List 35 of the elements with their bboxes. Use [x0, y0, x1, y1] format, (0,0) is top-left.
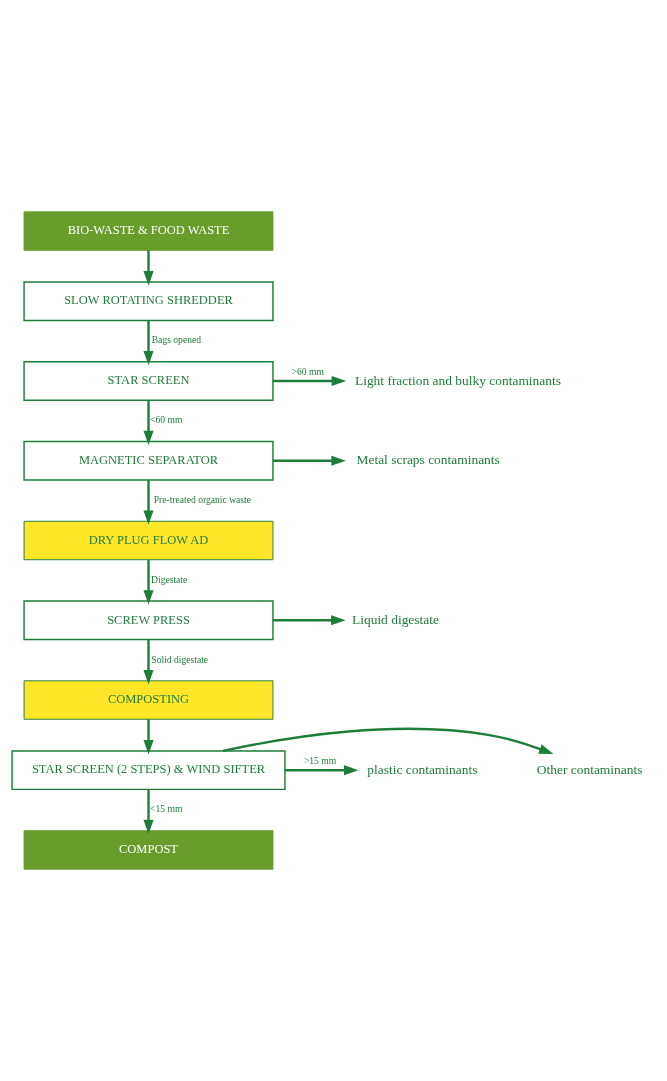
node-box: MAGNETIC SEPARATOR — [23, 440, 274, 481]
node-box: COMPOSTING — [23, 680, 274, 720]
edge-label: >60 mm — [291, 366, 324, 378]
arrow — [143, 400, 154, 446]
node-text: Light fraction and bulky contaminants — [354, 372, 561, 388]
node-box: SCREW PRESS — [23, 600, 274, 641]
edge-label: Bags opened — [151, 334, 202, 346]
node-box: STAR SCREEN — [23, 361, 274, 401]
arrow — [285, 765, 359, 776]
edge-label: Solid digestate — [151, 653, 209, 665]
node-text: plastic contaminants — [367, 761, 478, 777]
arrow — [273, 455, 346, 466]
node-box: BIO-WASTE & FOOD WASTE — [23, 211, 274, 251]
edge-label: <15 mm — [150, 803, 183, 815]
edge-label: Digestate — [151, 573, 188, 585]
node-text: Liquid digestate — [352, 611, 439, 627]
arrow — [143, 320, 154, 366]
edge-label: Pre-treated organic waste — [153, 494, 251, 506]
arrow — [222, 727, 554, 755]
node-text: Metal scraps contaminants — [356, 452, 500, 468]
arrow — [272, 615, 346, 626]
node-box: COMPOST — [23, 830, 274, 870]
arrow — [143, 639, 154, 685]
node-box: SLOW ROTATING SHREDDER — [23, 281, 274, 322]
node-box: DRY PLUG FLOW AD — [23, 520, 274, 561]
node-text: Other contaminants — [536, 761, 643, 777]
edge-label: <60 mm — [150, 414, 183, 426]
arrow — [143, 789, 154, 835]
node-box: STAR SCREEN (2 STEPS) & WIND SIFTER — [11, 750, 286, 791]
arrow — [143, 719, 154, 755]
arrow — [273, 375, 347, 387]
edge-label: >15 mm — [303, 755, 337, 767]
arrow — [143, 250, 154, 286]
arrow — [143, 480, 154, 525]
arrow — [143, 559, 154, 605]
